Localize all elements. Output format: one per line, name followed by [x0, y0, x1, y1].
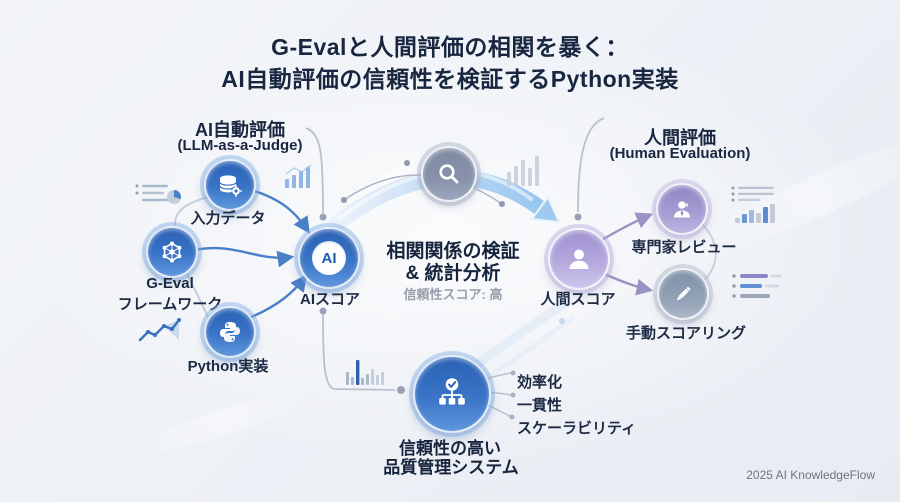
input-data-label: 入力データ: [190, 210, 266, 227]
list-icon: [731, 272, 783, 302]
magnifier-node: [421, 146, 477, 202]
geval-framework-node: [146, 226, 198, 278]
expert-review-label: 専門家レビュー: [631, 239, 737, 256]
human-score-node: [548, 228, 610, 290]
right-section-title: 人間評価: [644, 128, 716, 148]
center-heading-line1: 相関関係の検証: [386, 241, 520, 262]
person-icon: [564, 244, 594, 274]
quality-label-line1: 信頼性の高い: [399, 439, 501, 458]
quality-label-line2: 品質管理システム: [383, 458, 519, 477]
python-node: [204, 306, 256, 358]
blue-flow-arrows: [194, 188, 310, 320]
ai-score-node: AI: [298, 227, 360, 289]
connector-dots: [319, 213, 582, 420]
trend-line-icon: [138, 314, 182, 346]
page-title-line2: AI自動評価の信頼性を検証するPython実装: [221, 66, 679, 92]
human-score-label: 人間スコア: [540, 291, 616, 308]
input-data-node: [204, 159, 256, 211]
bar-chart-icon: [283, 163, 317, 189]
manual-scoring-node: [657, 268, 709, 320]
left-section-subtitle: (LLM-as-a-Judge): [177, 137, 303, 154]
bullet-consistency: 一貫性: [517, 397, 563, 414]
expert-person-icon: [670, 197, 694, 221]
expert-review-node: [656, 183, 708, 235]
left-section-title: AI自動評価: [195, 120, 285, 140]
bullet-efficiency: 効率化: [517, 374, 563, 391]
reliability-note: 信頼性スコア: 高: [403, 287, 503, 302]
bar-chart-icon: [505, 152, 545, 188]
bullet-scalability: スケーラビリティ: [517, 420, 637, 437]
document-pie-icon: [134, 180, 182, 210]
bar-chart-icon: [344, 356, 390, 388]
search-icon: [436, 161, 462, 187]
center-heading-line2: & 統計分析: [405, 263, 501, 284]
credit-watermark: 2025 AI KnowledgeFlow: [746, 468, 875, 482]
bar-chart-icon: [733, 202, 779, 224]
database-gear-icon: [217, 172, 243, 198]
geval-label-line2: フレームワーク: [117, 296, 223, 313]
quality-system-node: [413, 355, 491, 433]
network-hexagon-icon: [159, 239, 185, 265]
geval-label-line1: G-Eval: [146, 275, 194, 292]
right-section-subtitle: (Human Evaluation): [609, 145, 751, 162]
quality-streaks: [465, 298, 575, 384]
manual-scoring-label: 手動スコアリング: [625, 325, 747, 342]
ai-score-label: AIスコア: [299, 291, 361, 308]
list-icon: [730, 185, 778, 203]
pencil-icon: [671, 282, 695, 306]
gear-icon: [230, 185, 242, 197]
page-title-line1: G-Evalと人間評価の相関を暴く：: [271, 34, 629, 60]
python-label: Python実装: [187, 358, 269, 375]
python-logo-icon: [218, 320, 242, 344]
ai-badge: AI: [312, 241, 346, 275]
check-hierarchy-icon: [432, 374, 472, 414]
